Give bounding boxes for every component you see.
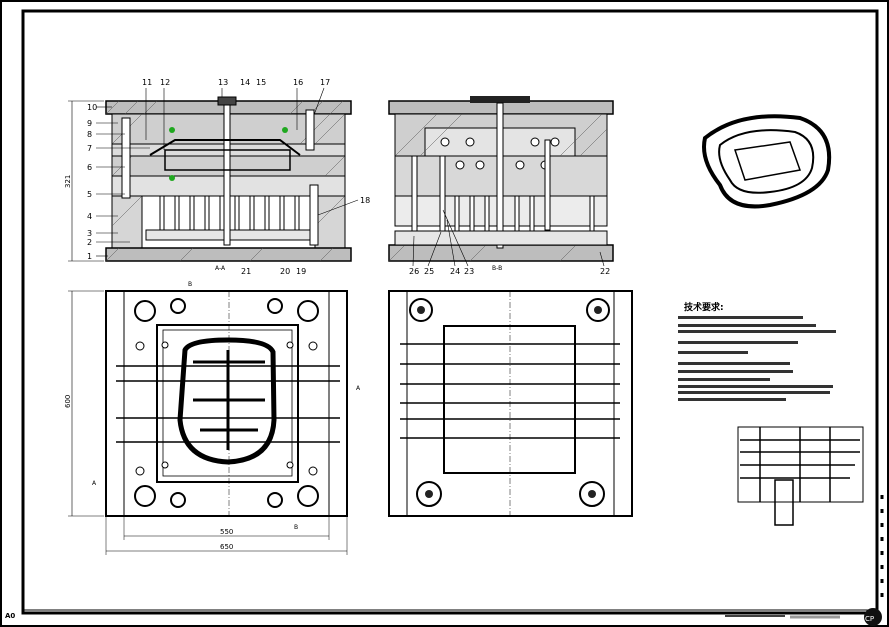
section-marker: B	[188, 281, 192, 288]
part-number: 12	[160, 78, 170, 87]
part-number: 7	[87, 144, 92, 153]
dimension-outer-width: 650	[220, 543, 233, 551]
part-number: 26	[409, 267, 419, 276]
section-marker: A	[356, 385, 361, 392]
part-number: 18	[360, 196, 370, 205]
part-number: 6	[87, 163, 92, 172]
part-number: 10	[87, 103, 97, 112]
corner-mark: CP	[865, 615, 874, 623]
part-number: 3	[87, 229, 92, 238]
section-label-bb: B-B	[492, 265, 502, 272]
dimension-inner-width: 550	[220, 528, 233, 536]
part-number: 14	[240, 78, 250, 87]
detail-view	[737, 426, 884, 600]
dimension-plan-height: 600	[64, 395, 72, 408]
part-number: 16	[293, 78, 303, 87]
part-number: 4	[87, 212, 92, 221]
part-number: 11	[142, 78, 152, 87]
section-marker: A	[92, 480, 97, 487]
part-number: 2	[87, 238, 92, 247]
part-number: 8	[87, 130, 92, 139]
sheet-size-label: A0	[5, 612, 15, 620]
technical-requirements: 技术要求:	[678, 301, 836, 401]
front-section-view: 10 9 8 7 6 5 4 3 2 1 11 12 13 14 15 16 1…	[64, 78, 370, 276]
notes-title: 技术要求:	[684, 301, 724, 313]
part-number: 5	[87, 190, 92, 199]
part-number: 24	[450, 267, 460, 276]
cavity-plan-view: 600 550 650 B B A A	[64, 281, 361, 555]
section-marker: B	[294, 524, 298, 531]
part-number: 25	[424, 267, 434, 276]
core-plan-view	[388, 290, 633, 517]
part-number: 21	[241, 267, 251, 276]
dimension-height: 321	[64, 175, 72, 188]
part-number: 13	[218, 78, 228, 87]
part-isometric	[702, 114, 832, 209]
part-number: 1	[87, 252, 92, 261]
part-number: 9	[87, 119, 92, 128]
logo-badge	[864, 608, 882, 626]
part-number: 22	[600, 267, 610, 276]
part-number: 15	[256, 78, 266, 87]
part-number: 23	[464, 267, 474, 276]
section-label-aa: A-A	[215, 265, 226, 272]
part-number: 17	[320, 78, 330, 87]
part-number: 19	[296, 267, 306, 276]
side-section-view: 26 25 24 23 22 B-B	[388, 96, 614, 276]
part-number: 20	[280, 267, 290, 276]
